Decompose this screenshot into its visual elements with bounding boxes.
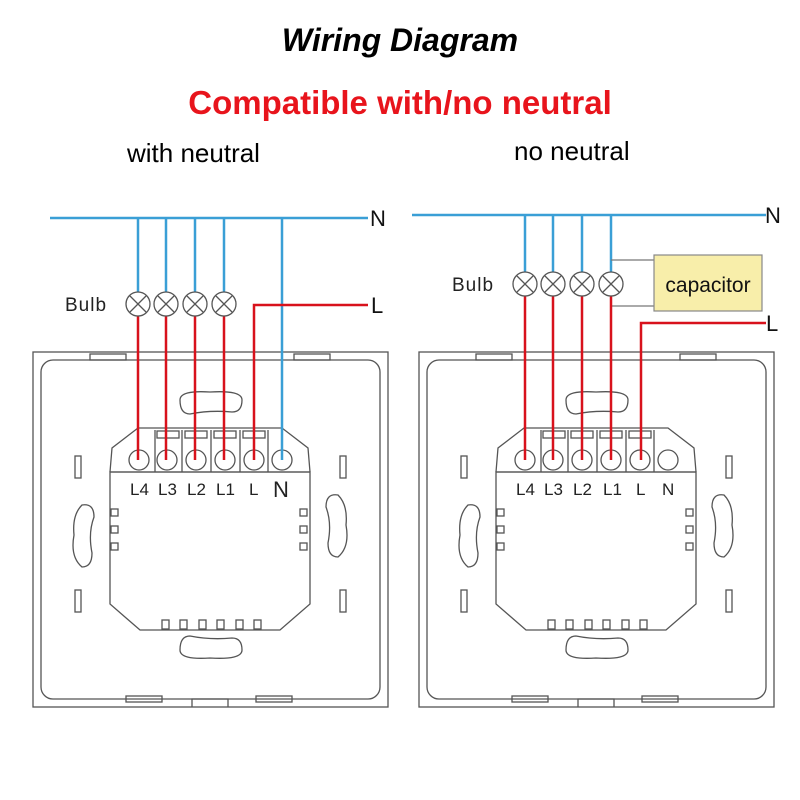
plate-outer — [418, 351, 775, 708]
bulb-icon — [569, 271, 595, 297]
live-feed — [252, 303, 368, 460]
plate-slot — [339, 589, 347, 613]
neutral-label: N — [370, 206, 386, 231]
capacitor-leads — [611, 259, 654, 307]
diagram-subtitle: Compatible with/no neutral — [188, 84, 612, 121]
diagram-title: Wiring Diagram — [281, 22, 519, 58]
plate-notch — [191, 698, 229, 707]
terminal-label: L3 — [158, 480, 177, 499]
bulb-label: Bulb — [452, 275, 494, 296]
live-label: L — [371, 293, 383, 318]
bulb-icon — [512, 271, 538, 297]
mount-slot-left — [458, 504, 481, 568]
plate-slot — [339, 455, 347, 479]
terminal-label: L4 — [516, 480, 535, 499]
terminal-label: L3 — [544, 480, 563, 499]
switch-plate-no-neutral — [418, 351, 775, 708]
terminal-label: L — [636, 480, 645, 499]
plate-outer — [32, 351, 389, 708]
terminal-label: L2 — [187, 480, 206, 499]
bulbs-right — [512, 271, 624, 297]
bulbs-left — [125, 291, 237, 317]
live-feed — [639, 321, 766, 460]
no-neutral-label: no neutral — [514, 136, 630, 166]
plate-clip — [89, 353, 127, 361]
bulb-icon — [182, 291, 208, 317]
switch-plate-with-neutral — [32, 351, 389, 708]
bulb-icon — [125, 291, 151, 317]
side-pins — [110, 508, 308, 630]
plate-clip — [125, 695, 163, 703]
bulb-icon — [211, 291, 237, 317]
bulb-label: Bulb — [65, 295, 107, 316]
bulb-icon — [598, 271, 624, 297]
terminal-block-top — [109, 427, 311, 473]
terminal-label: L1 — [603, 480, 622, 499]
mount-slot-top — [565, 391, 629, 415]
neutral-wires-right — [412, 213, 766, 272]
mount-slot-right — [325, 494, 348, 558]
capacitor-label: capacitor — [665, 274, 750, 297]
mount-slot-top — [179, 391, 243, 415]
terminal-label: N — [273, 477, 289, 502]
terminal-label: L2 — [573, 480, 592, 499]
terminal-label: L — [249, 480, 258, 499]
neutral-label: N — [765, 203, 781, 228]
live-wires-right — [523, 296, 766, 460]
capacitor-box — [653, 254, 763, 312]
live-label: L — [766, 311, 778, 336]
bulb-icon — [153, 291, 179, 317]
mount-slot-left — [72, 504, 95, 568]
plate-clip — [293, 353, 331, 361]
terminal-label: N — [662, 480, 674, 499]
plate-clip — [255, 695, 293, 703]
terminal-label: L1 — [216, 480, 235, 499]
with-neutral-label: with neutral — [127, 138, 260, 168]
live-wires-left — [136, 303, 368, 460]
bulb-icon — [540, 271, 566, 297]
mount-slot-bottom — [565, 635, 629, 659]
mount-slot-right — [711, 494, 734, 558]
terminal-label: L4 — [130, 480, 149, 499]
neutral-wires-left — [50, 216, 368, 460]
plate-slot — [74, 589, 82, 613]
mount-slot-bottom — [179, 635, 243, 659]
plate-slot — [74, 455, 82, 479]
